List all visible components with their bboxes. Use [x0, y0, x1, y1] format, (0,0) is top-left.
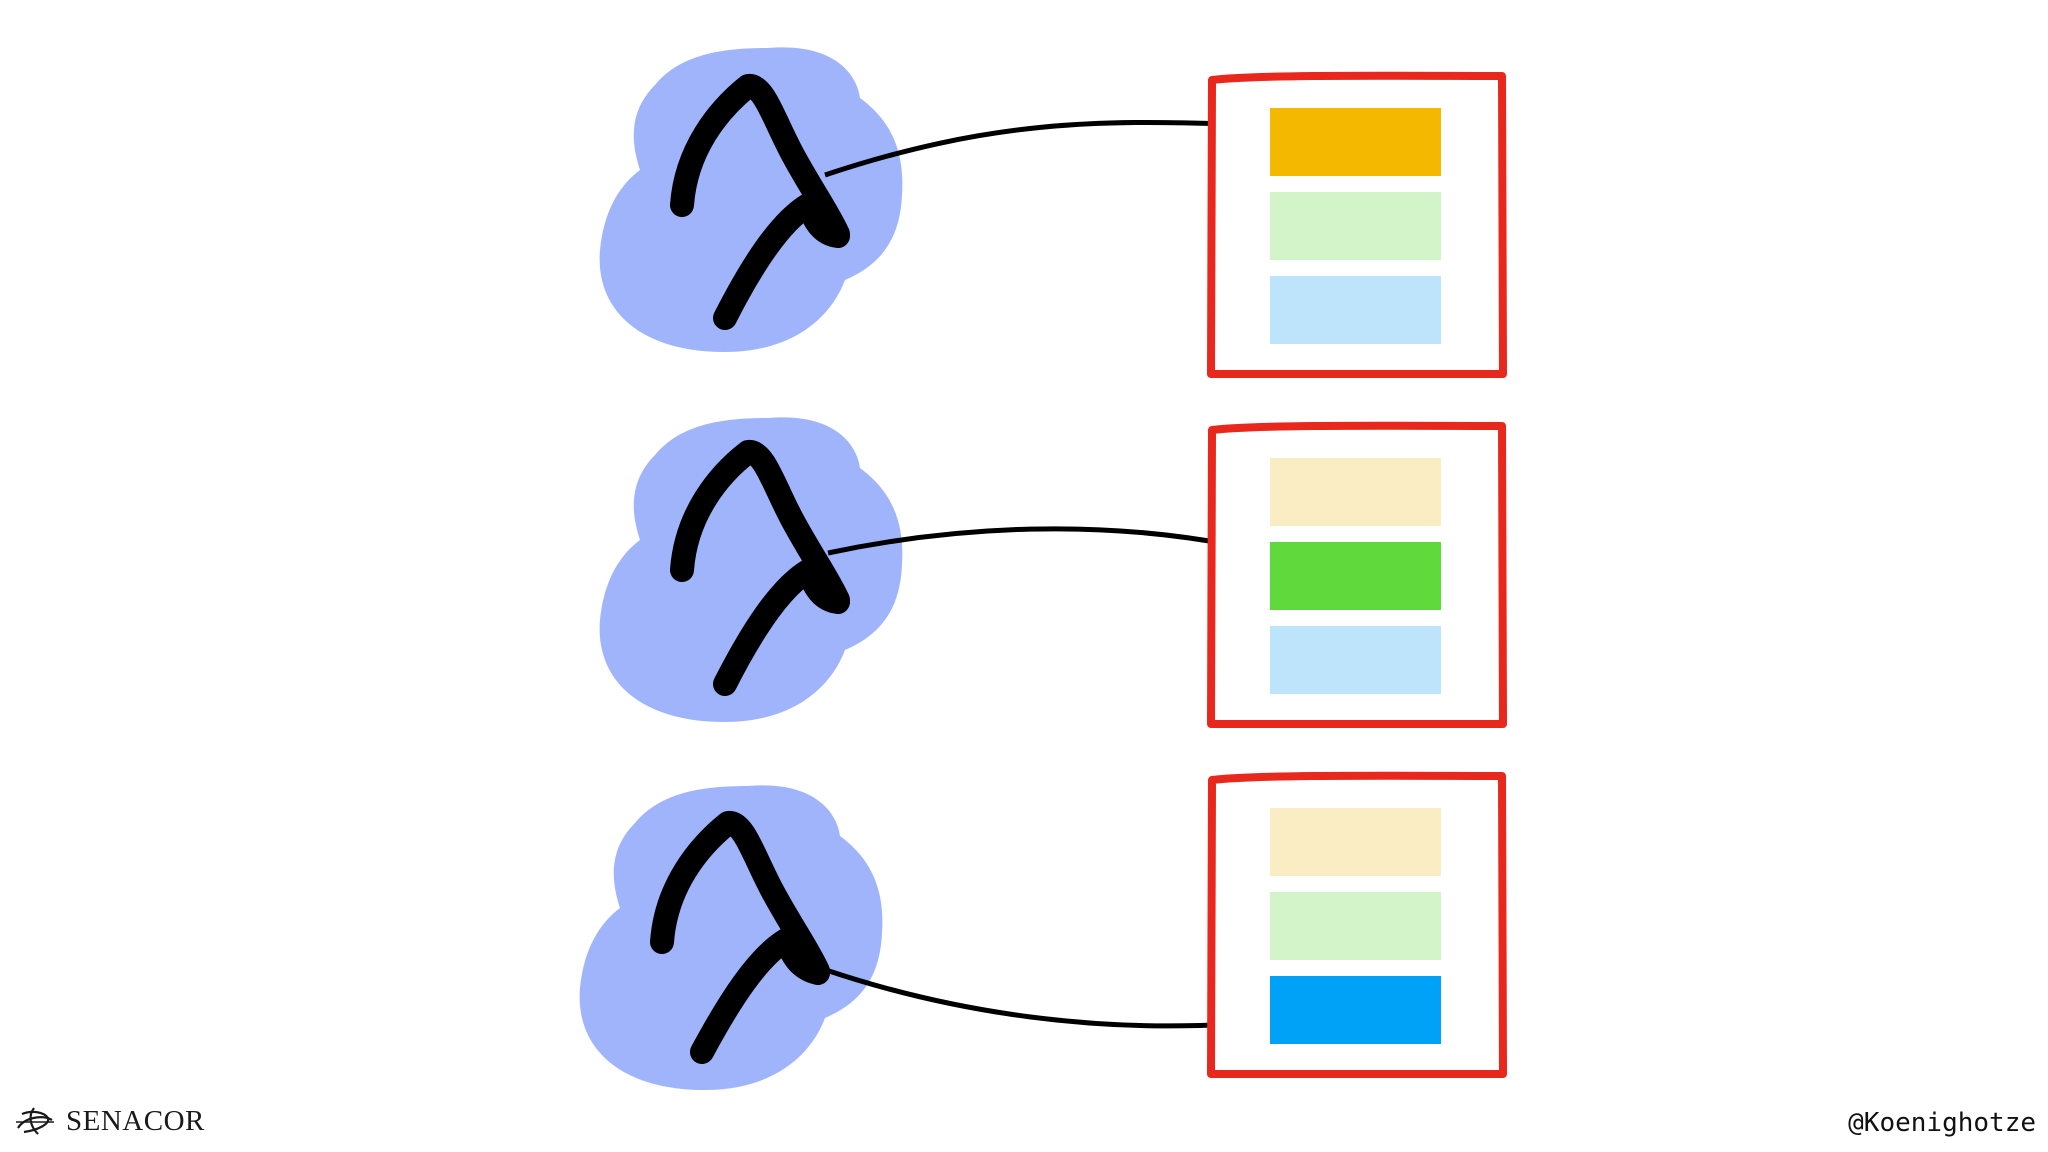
lambda-blob-3 [579, 785, 883, 1090]
author-handle: @Koenighotze [1848, 1108, 2036, 1138]
slot-3-3 [1270, 976, 1441, 1044]
lambda-blob-2 [599, 417, 903, 722]
slot-1-2 [1270, 192, 1441, 260]
lambda-icon-3 [650, 811, 830, 1064]
slot-1-3 [1270, 276, 1441, 344]
data-container-2 [1207, 421, 1507, 728]
row-3 [579, 771, 1507, 1090]
lambda-blob-1 [599, 47, 903, 352]
slot-3-1 [1270, 808, 1441, 876]
lambda-icon-2 [670, 440, 850, 696]
row-2 [599, 417, 1507, 728]
slot-1-1 [1270, 108, 1441, 176]
slot-3-2 [1270, 892, 1441, 960]
senacor-logo-icon [16, 1107, 54, 1135]
slot-2-3 [1270, 626, 1441, 694]
row-1 [599, 47, 1507, 378]
arrow-1 [824, 120, 1231, 178]
data-container-3 [1207, 771, 1507, 1078]
data-container-1 [1207, 71, 1507, 378]
arrow-2 [827, 526, 1233, 556]
lambda-icon-1 [670, 74, 850, 330]
slot-2-1 [1270, 458, 1441, 526]
arrow-3 [825, 967, 1233, 1029]
senacor-logo: SENACOR [14, 1104, 205, 1138]
logo-text: SENACOR [66, 1104, 205, 1137]
slot-2-2 [1270, 542, 1441, 610]
